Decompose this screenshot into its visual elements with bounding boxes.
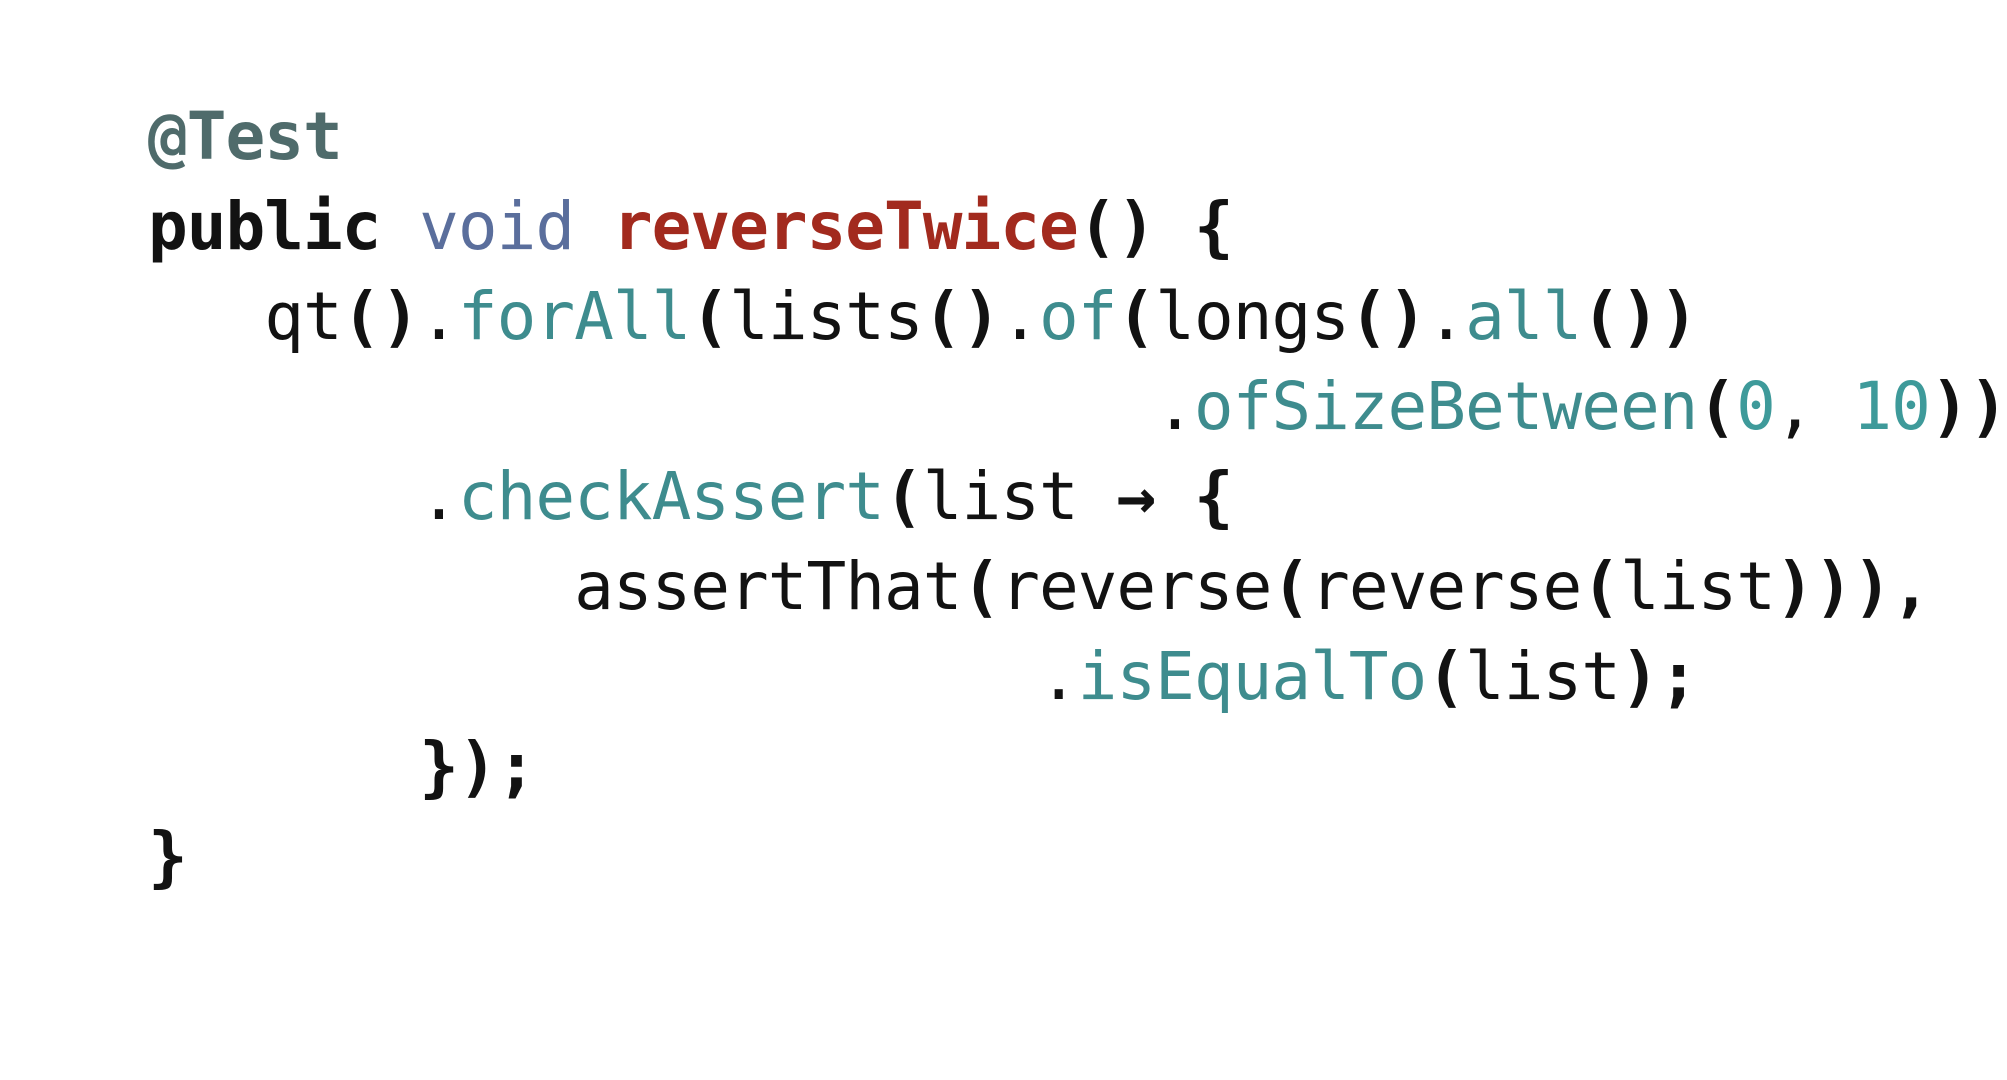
code-token: all [1465,278,1582,355]
code-token: assertThat [148,548,962,625]
code-token: lists [729,278,924,355]
code-token: @Test [148,98,343,175]
code-token [1155,188,1194,265]
code-token: of [1039,278,1117,355]
code-token: 0 [1736,368,1776,445]
code-line-2: public void reverseTwice() { [148,182,2007,272]
code-token: { [1193,188,1234,265]
code-token: , [1891,548,1931,625]
code-line-7: .isEqualTo(list); [148,632,2007,722]
code-line-3: qt().forAll(lists().of(longs().all()) [148,272,2007,362]
code-token: reverse [1310,548,1582,625]
code-line-1: @Test [148,92,2007,182]
code-token [574,188,613,265]
code-token: ( [1426,638,1466,715]
code-token [1155,458,1194,535]
code-token: longs [1155,278,1350,355]
code-token: { [1193,458,1234,535]
code-token [380,188,419,265]
code-token: () [922,278,1001,355]
code-token: 10 [1852,368,1930,445]
code-token: () [1077,188,1156,265]
code-token: } [148,818,188,895]
code-token: checkAssert [457,458,885,535]
code-token: ( [1581,548,1621,625]
code-token: , [1774,368,1853,445]
code-token: ( [883,458,924,535]
code-token: . [148,638,1079,715]
code-token: qt [148,278,342,355]
code-token: }); [148,728,536,805]
code-token: ( [1697,368,1737,445]
code-token: ( [1116,278,1157,355]
code-token: ()) [1581,278,1698,355]
code-line-8: }); [148,722,2007,812]
code-token: ); [1619,638,1698,715]
code-token: void [419,188,575,265]
code-line-5: .checkAssert(list → { [148,452,2007,542]
code-token: . [1426,278,1466,355]
code-token: reverse [1000,548,1272,625]
code-token: () [1348,278,1427,355]
code-token: public [148,188,381,265]
code-token: list [1465,638,1621,715]
code-line-6: assertThat(reverse(reverse(list))), [148,542,2007,632]
code-token: )) [1929,368,2007,445]
code-token: isEqualTo [1077,638,1428,715]
code-token: list [922,458,1117,535]
code-token: . [1000,278,1040,355]
code-token: forAll [457,278,691,355]
code-token: () [341,278,420,355]
code-token: list [1620,548,1776,625]
code-token: . [419,278,459,355]
code-token: ))) [1774,548,1892,625]
code-token: ( [1271,548,1311,625]
code-token: ( [690,278,730,355]
arrow-icon: → [1116,458,1156,535]
code-token: . [148,368,1195,445]
code-token: reverseTwice [612,188,1079,265]
code-token: . [148,458,459,535]
code-token: ( [961,548,1001,625]
code-line-4: .ofSizeBetween(0, 10)) [148,362,2007,452]
code-token: ofSizeBetween [1193,368,1699,445]
code-line-9: } [148,812,2007,902]
